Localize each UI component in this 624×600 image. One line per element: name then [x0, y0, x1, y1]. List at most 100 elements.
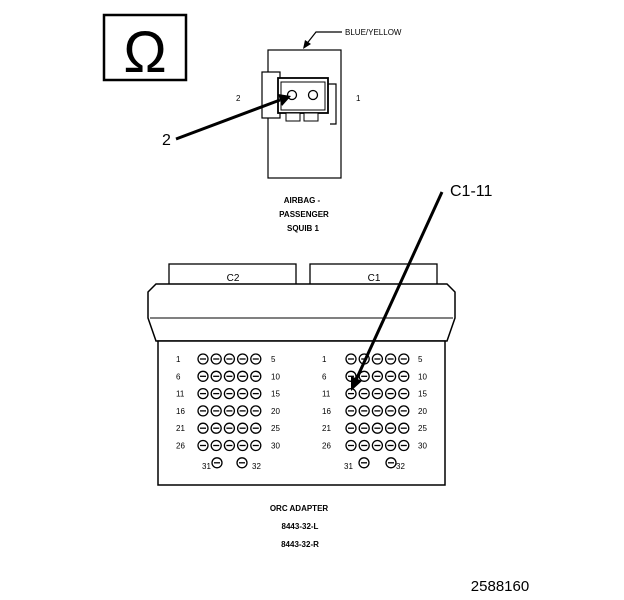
pin-cavity	[371, 422, 384, 434]
pin-cavity	[250, 370, 262, 382]
omega-icon: Ω	[123, 20, 166, 85]
pin-cavity	[345, 439, 357, 452]
pin-cavity	[398, 439, 410, 452]
pin-number-left: 2	[236, 94, 241, 103]
pin-cavity	[358, 439, 370, 452]
pin-cavity	[398, 387, 410, 400]
pin-cavity	[345, 353, 357, 365]
pin-cavity	[371, 439, 384, 452]
pin-cavity-31	[211, 457, 223, 469]
cavity-callout: C1-11	[351, 183, 492, 391]
extra-pin-31-right: 31	[344, 462, 353, 471]
pin-cavity	[384, 405, 397, 417]
pin-cavity-32	[236, 457, 248, 469]
pin-cavity	[384, 370, 397, 382]
pin-cavity	[223, 387, 236, 400]
pin-cavity	[358, 387, 370, 400]
connector-c1-label: C1	[368, 273, 381, 284]
row-start-number: 26	[322, 442, 331, 451]
extra-pin-32-right: 32	[396, 462, 405, 471]
row-start-number: 26	[176, 442, 185, 451]
pin-cavity	[223, 422, 236, 434]
pin-number-right: 1	[356, 94, 361, 103]
row-start-number: 21	[176, 424, 185, 433]
squib-title-line-2: PASSENGER	[279, 210, 329, 219]
pin-cavity	[371, 405, 384, 417]
pin-cavity	[398, 405, 410, 417]
pin-cavity	[223, 405, 236, 417]
pin-cavity	[398, 422, 410, 434]
pin-cavity	[223, 353, 236, 365]
squib-title-line-3: SQUIB 1	[287, 224, 320, 233]
row-end-number: 5	[271, 355, 276, 364]
row-end-number: 25	[271, 424, 280, 433]
pin-cavity	[236, 439, 249, 452]
pin-cavity	[358, 405, 370, 417]
pin-cavity	[210, 353, 222, 365]
pin-cavity-32	[385, 457, 397, 469]
pin-cavity	[345, 422, 357, 434]
pin-cavity	[236, 422, 249, 434]
row-end-number: 15	[271, 390, 280, 399]
pin-cavity	[236, 370, 249, 382]
row-start-number: 1	[322, 355, 327, 364]
pin-cavity	[358, 422, 370, 434]
pin-cavity	[384, 353, 397, 365]
connector-c2-label: C2	[227, 273, 240, 284]
pin-cavity	[371, 353, 384, 365]
pin-cavity	[398, 370, 410, 382]
pin-cavity	[210, 405, 222, 417]
pin-cavity	[398, 353, 410, 365]
pin-cavity	[223, 439, 236, 452]
pin-cavity	[197, 439, 209, 452]
row-start-number: 6	[176, 372, 181, 381]
row-start-number: 16	[322, 407, 331, 416]
squib-pin-1	[307, 89, 319, 101]
row-end-number: 10	[418, 372, 427, 381]
pin-cavity	[236, 405, 249, 417]
pin-cavity	[197, 353, 209, 365]
pin-cavity	[345, 405, 357, 417]
pin-cavity-31	[358, 457, 370, 469]
pin-callout-label: 2	[162, 132, 171, 149]
row-end-number: 20	[418, 407, 427, 416]
squib-title-line-1: AIRBAG -	[284, 196, 321, 205]
row-end-number: 10	[271, 372, 280, 381]
pin-cavity	[250, 439, 262, 452]
row-start-number: 1	[176, 355, 181, 364]
pin-cavity	[250, 405, 262, 417]
pin-cavity	[384, 387, 397, 400]
row-start-number: 6	[322, 372, 327, 381]
row-end-number: 30	[418, 442, 427, 451]
pin-cavity	[236, 387, 249, 400]
pin-cavity	[250, 353, 262, 365]
extra-pin-31-left: 31	[202, 462, 211, 471]
pin-cavity	[250, 387, 262, 400]
pin-cavity	[371, 387, 384, 400]
pin-cavity	[210, 387, 222, 400]
extra-pin-32-left: 32	[252, 462, 261, 471]
ohmmeter-symbol-box: Ω	[102, 13, 188, 85]
pin-cavity	[197, 370, 209, 382]
wire-color-label: BLUE/YELLOW	[345, 28, 402, 37]
pin-cavity	[197, 405, 209, 417]
pin-cavity	[384, 439, 397, 452]
pin-cavity	[197, 422, 209, 434]
cavity-callout-label: C1-11	[450, 183, 492, 200]
pin-cavity	[210, 370, 222, 382]
squib-connector: BLUE/YELLOW 2 1 AIRBAG - PASSENGER SQUIB…	[236, 28, 402, 233]
pin-cavity	[236, 353, 249, 365]
row-end-number: 15	[418, 390, 427, 399]
pin-cavity	[250, 422, 262, 434]
row-end-number: 20	[271, 407, 280, 416]
adapter-part-number-1: 8443-32-L	[282, 522, 319, 531]
row-end-number: 5	[418, 355, 423, 364]
pin-cavity	[210, 439, 222, 452]
row-start-number: 11	[322, 390, 331, 399]
figure-number: 2588160	[471, 578, 529, 595]
pin-cavity	[210, 422, 222, 434]
pin-cavity	[223, 370, 236, 382]
